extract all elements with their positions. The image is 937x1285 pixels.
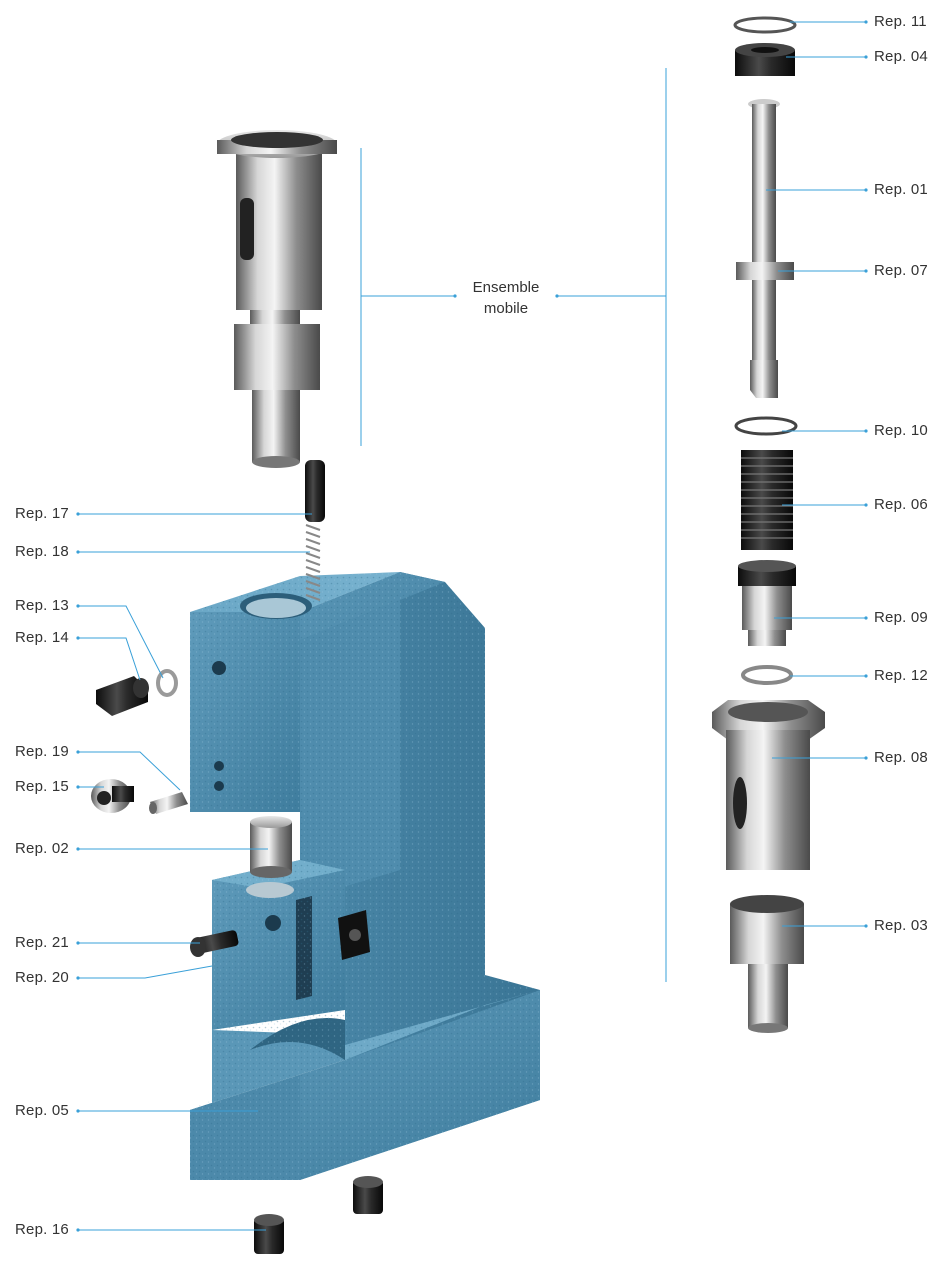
label-rep-03: Rep. 03 — [874, 917, 928, 934]
label-rep-06: Rep. 06 — [874, 496, 928, 513]
part-rep-11-ring — [733, 16, 797, 34]
label-rep-21: Rep. 21 — [15, 934, 69, 951]
ensemble-mobile-line1: Ensemble — [472, 279, 540, 296]
label-rep-14: Rep. 14 — [15, 629, 69, 646]
leader-lines — [76, 20, 868, 1232]
label-rep-15: Rep. 15 — [15, 778, 69, 795]
label-rep-05: Rep. 05 — [15, 1102, 69, 1119]
label-rep-17: Rep. 17 — [15, 505, 69, 522]
part-rep-16-feet — [254, 1176, 383, 1254]
part-rep-10-ring — [734, 416, 798, 436]
label-rep-18: Rep. 18 — [15, 543, 69, 560]
label-rep-13: Rep. 13 — [15, 597, 69, 614]
label-rep-12: Rep. 12 — [874, 667, 928, 684]
part-rep-04-nut — [735, 43, 795, 76]
part-rep-09-bushing — [738, 560, 796, 646]
part-rep-19-dowel — [149, 792, 188, 814]
label-rep-20: Rep. 20 — [15, 969, 69, 986]
ensemble-mobile-line2: mobile — [483, 300, 529, 317]
ensemble-mobile-label: Ensemble mobile — [466, 277, 546, 319]
part-rep-13-washer — [156, 669, 178, 697]
label-rep-01: Rep. 01 — [874, 181, 928, 198]
part-rep-06-spring — [741, 450, 793, 550]
part-rep-14-screw — [96, 676, 149, 716]
part-rep-08-sleeve — [712, 700, 825, 870]
part-rep-03-die — [730, 895, 804, 1033]
part-rep-21-screw — [190, 930, 239, 957]
label-rep-11: Rep. 11 — [874, 13, 927, 30]
label-rep-08: Rep. 08 — [874, 749, 928, 766]
label-rep-09: Rep. 09 — [874, 609, 928, 626]
part-rep-12-washer — [741, 665, 793, 685]
mobile-assembly — [217, 130, 337, 468]
part-rep-02-cylinder — [250, 816, 292, 878]
label-rep-04: Rep. 04 — [874, 48, 928, 65]
part-rep-01-shaft — [736, 99, 794, 398]
part-rep-17-pin — [305, 460, 325, 522]
label-rep-07: Rep. 07 — [874, 262, 928, 279]
press-body — [190, 572, 540, 1180]
part-rep-18-spring — [305, 524, 321, 601]
part-rep-15-nut — [91, 779, 134, 813]
label-rep-10: Rep. 10 — [874, 422, 928, 439]
label-rep-16: Rep. 16 — [15, 1221, 69, 1238]
label-rep-02: Rep. 02 — [15, 840, 69, 857]
label-rep-19: Rep. 19 — [15, 743, 69, 760]
